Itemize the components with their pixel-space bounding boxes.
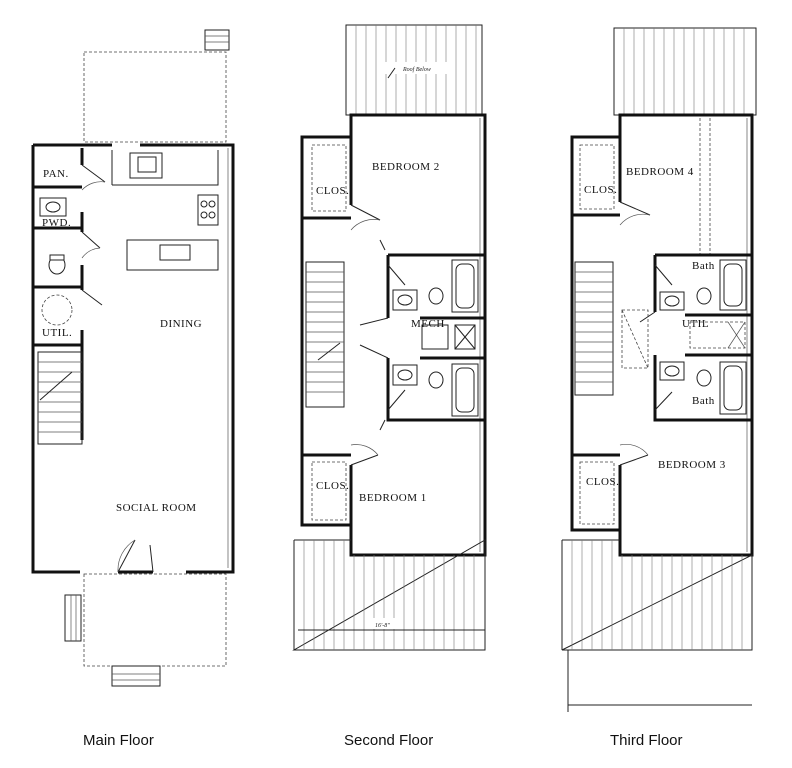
bedroom-4-label: BEDROOM 4 bbox=[626, 166, 694, 178]
pantry-label: PAN. bbox=[43, 168, 69, 180]
powder-room-label: PWD. bbox=[42, 217, 71, 229]
dining-label: DINING bbox=[160, 318, 202, 330]
second-floor-plan: Roof Below bbox=[292, 24, 487, 651]
roof-below-note: Roof Below bbox=[402, 66, 431, 73]
social-room-label: SOCIAL ROOM bbox=[116, 502, 197, 514]
closet-top-label: CLOS. bbox=[316, 185, 349, 197]
third-floor-caption: Third Floor bbox=[610, 732, 683, 749]
main-floor-plan: PAN. PWD. UTIL. DINING SOCIAL ROOM bbox=[31, 29, 235, 687]
second-floor-caption: Second Floor bbox=[344, 732, 434, 749]
bath-top-label: Bath bbox=[692, 260, 715, 272]
utility-label: UTIL bbox=[682, 318, 709, 330]
bedroom-1-label: BEDROOM 1 bbox=[359, 492, 427, 504]
utility-label: UTIL. bbox=[42, 327, 72, 339]
bedroom-2-label: BEDROOM 2 bbox=[372, 161, 440, 173]
third-floor-plan: CLOS. BEDROOM 4 Bath UTIL Bath CLOS. BED… bbox=[561, 27, 757, 712]
dimension-label: 16'-8" bbox=[375, 623, 390, 629]
main-floor-caption: Main Floor bbox=[83, 732, 154, 749]
bath-bottom-label: Bath bbox=[692, 395, 715, 407]
closet-bottom-label: CLOS. bbox=[316, 480, 349, 492]
bedroom-3-label: BEDROOM 3 bbox=[658, 459, 726, 471]
closet-top-label: CLOS. bbox=[584, 184, 617, 196]
mech-label: MECH bbox=[411, 318, 445, 330]
closet-bottom-label: CLOS. bbox=[586, 476, 619, 488]
